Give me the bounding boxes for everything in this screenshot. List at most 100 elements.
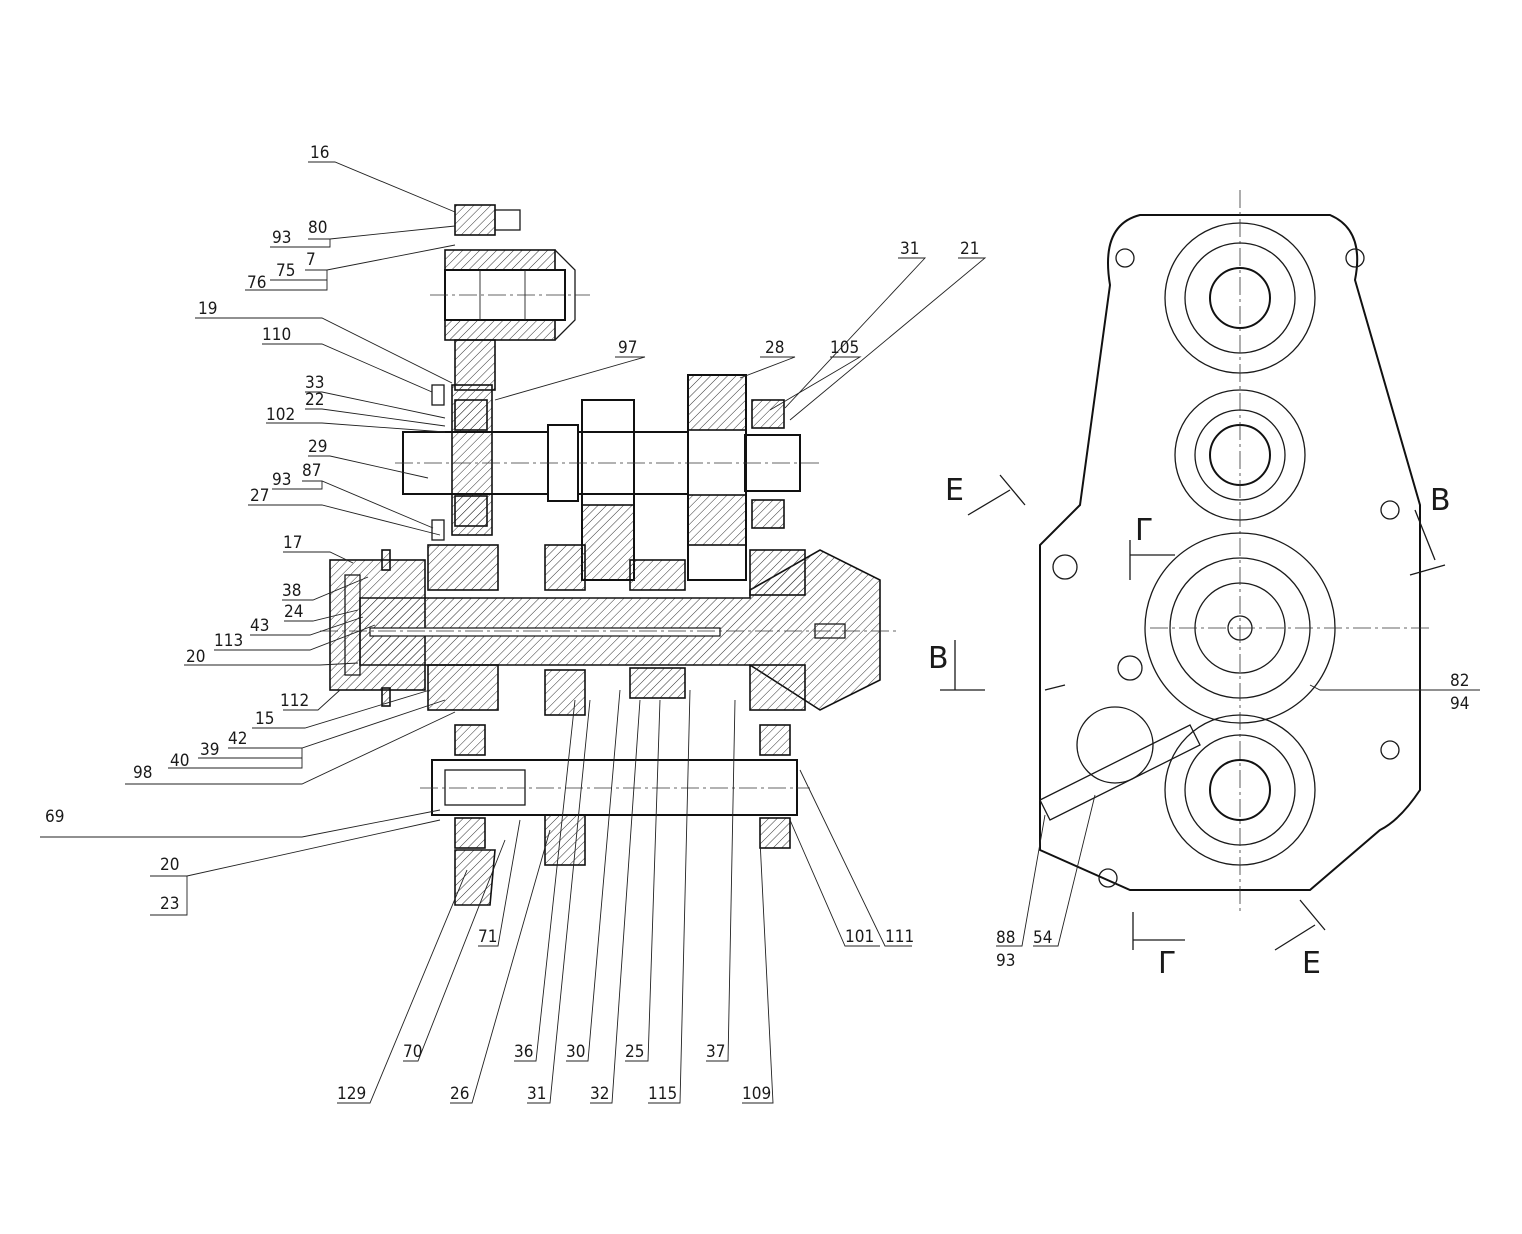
callout-number: 33 (305, 373, 324, 393)
callout-number: 87 (302, 461, 321, 481)
leader-line (283, 551, 354, 564)
callout: 17 (283, 533, 354, 564)
callout: 27 (248, 486, 441, 536)
callout: 101 (789, 819, 880, 947)
callout-number: 38 (282, 581, 301, 601)
leader-line (566, 689, 621, 1062)
callout-number: 31 (527, 1084, 546, 1104)
leader-line (494, 356, 646, 401)
callout: 70 (403, 839, 506, 1062)
leader-line (272, 481, 323, 490)
top-pinion-assembly (430, 204, 590, 391)
callout: 98 (125, 711, 456, 785)
callout: 93 (996, 951, 1015, 971)
callout: 109 (742, 839, 774, 1104)
callout-number: 22 (305, 390, 324, 410)
callout-number: 31 (900, 239, 919, 259)
leader-line (799, 769, 912, 947)
housing-outline (1039, 214, 1421, 891)
leader-line (184, 662, 359, 666)
callout: 23 (150, 876, 188, 916)
leader-line (648, 689, 691, 1104)
callout-number: 93 (272, 228, 291, 248)
callout: 21 (789, 239, 987, 421)
callout: 93 (272, 470, 323, 490)
callout: 94 (1450, 694, 1469, 714)
leader-line (305, 391, 446, 419)
callout: 22 (305, 390, 446, 427)
leader-line (1309, 684, 1480, 691)
callout: 25 (625, 699, 661, 1062)
callout: 33 (305, 373, 446, 419)
main-shaft (320, 544, 900, 716)
callout: 76 (245, 270, 328, 293)
callout: 75 (270, 261, 327, 281)
callout: 20 (150, 819, 441, 877)
callout-number: 24 (284, 602, 303, 622)
callout: 80 (308, 218, 456, 240)
sectional-view (320, 204, 900, 906)
callout: 36 (514, 699, 576, 1062)
callout: 69 (40, 807, 441, 838)
callout: 28 (739, 338, 796, 379)
callout: 93 (270, 228, 331, 248)
callout: 20 (184, 647, 359, 667)
leader-line (266, 422, 446, 433)
leader-line (527, 699, 591, 1104)
leader-line (996, 814, 1046, 947)
callout: 15 (252, 689, 431, 729)
leader-line (283, 689, 341, 711)
leader-line (742, 839, 774, 1104)
callout-number: 93 (996, 951, 1015, 971)
callout-number: 102 (266, 405, 295, 425)
callout-number: 32 (590, 1084, 609, 1104)
callout-number: 20 (186, 647, 205, 667)
callout-number: 76 (247, 273, 266, 293)
callout: 110 (262, 325, 433, 393)
callout: 71 (478, 819, 521, 947)
leader-line (478, 819, 521, 947)
callout: 105 (769, 338, 862, 411)
leader-line (195, 317, 453, 384)
section-mark: Г (1158, 946, 1176, 981)
callout-number: 112 (280, 691, 309, 711)
callout-number: 28 (765, 338, 784, 358)
callout-number: 7 (306, 250, 316, 270)
leader-line (168, 748, 303, 769)
callout-number: 93 (272, 470, 291, 490)
callout-number: 20 (160, 855, 179, 875)
leader-line (706, 699, 736, 1062)
callout-number: 27 (250, 486, 269, 506)
callout: 29 (308, 437, 429, 479)
section-mark: E (1302, 946, 1321, 981)
callout-number: 88 (996, 928, 1015, 948)
callout-number: 82 (1450, 671, 1469, 691)
callout-number: 43 (250, 616, 269, 636)
callout: 129 (337, 869, 468, 1104)
callout: 97 (494, 338, 646, 401)
callout: 26 (450, 829, 551, 1104)
callout-number: 17 (283, 533, 302, 553)
callout: 82 (1309, 671, 1480, 691)
leader-line (252, 689, 431, 729)
leader-line (514, 699, 576, 1062)
callout: 31 (784, 239, 927, 409)
leader-line (625, 699, 661, 1062)
callout-number: 54 (1033, 928, 1052, 948)
callout-number: 109 (742, 1084, 771, 1104)
upper-shaft (395, 374, 820, 581)
section-mark: B (928, 641, 949, 676)
section-mark: B (1430, 483, 1451, 518)
callout: 19 (195, 299, 453, 384)
leader-line (450, 829, 551, 1104)
callout-number: 110 (262, 325, 291, 345)
callout-number: 75 (276, 261, 295, 281)
callout-number: 16 (310, 143, 329, 163)
callout-number: 40 (170, 751, 189, 771)
callout: 39 (198, 740, 302, 760)
leader-line (270, 239, 331, 248)
callout: 102 (266, 405, 446, 433)
